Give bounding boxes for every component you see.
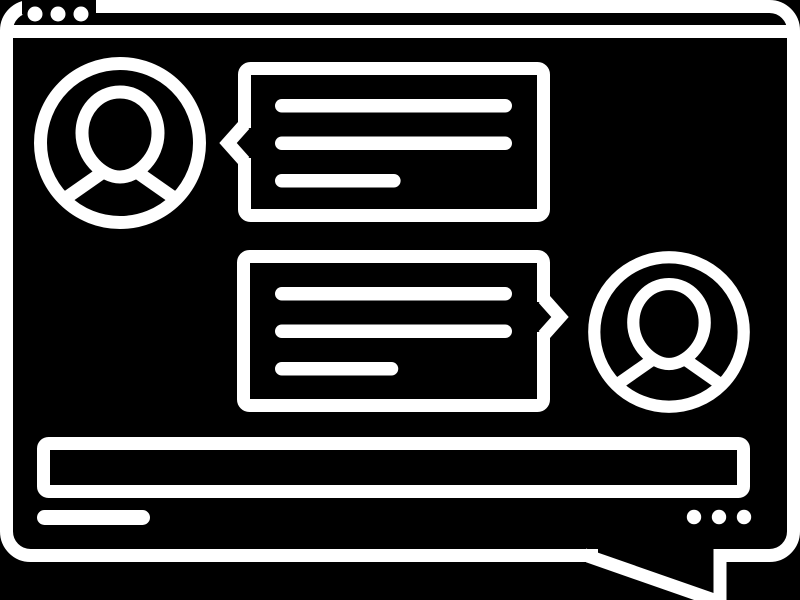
text-line-placeholder [275, 136, 512, 150]
message-input-bar [37, 437, 750, 498]
message-bubble-left [219, 62, 550, 222]
bubble-left-tail [219, 120, 250, 166]
message-lines-left [275, 99, 512, 188]
window-speech-tail [586, 548, 727, 600]
footer-dot-icon [736, 509, 752, 525]
bubble-right-tail [538, 294, 569, 340]
text-line-placeholder [275, 99, 512, 113]
message-bubble-right [237, 250, 569, 412]
footer-dot-icon [711, 509, 727, 525]
window-outline [0, 0, 800, 562]
text-line-placeholder [275, 174, 401, 188]
text-line-placeholder [275, 287, 512, 301]
text-line-placeholder [275, 362, 399, 376]
user-avatar-right [594, 257, 743, 406]
menu-dot-icon [27, 6, 43, 22]
menu-dot-icon [73, 6, 89, 22]
footer-dot-icon [686, 509, 702, 525]
message-lines-right [275, 287, 512, 376]
footer-dots [686, 509, 752, 525]
menu-dot-icon [50, 6, 66, 22]
footer-bar [37, 510, 150, 525]
user-avatar-left [41, 64, 200, 223]
text-line-placeholder [275, 324, 512, 338]
menu-dots [27, 6, 89, 22]
